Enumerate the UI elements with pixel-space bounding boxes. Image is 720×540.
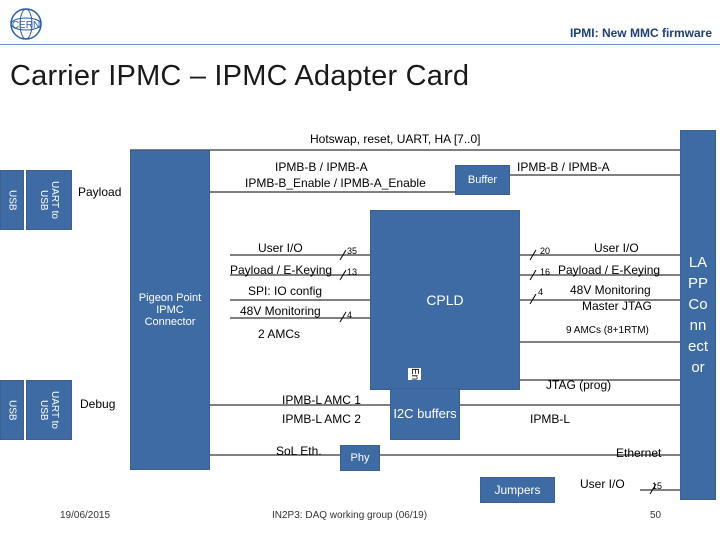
user-io-bottom-label: User I/O xyxy=(580,477,625,491)
left-bus-line1: IPMB-B / IPMB-A xyxy=(275,160,368,174)
footer-date: 19/06/2015 xyxy=(60,510,111,521)
right-signal-user-io-count: 20 xyxy=(540,246,551,256)
slide-title: Carrier IPMC – IPMC Adapter Card xyxy=(10,60,470,92)
sol-eth-label: SoL Eth. xyxy=(276,444,322,458)
ipmb-l-amc1: IPMB-L AMC 1 xyxy=(282,393,361,407)
lapp-connector: LAPP Connector xyxy=(680,130,716,500)
left-signal-user-io-count: 35 xyxy=(347,246,358,256)
footer-event: IN2P3: DAQ working group (06/19) xyxy=(272,510,428,521)
svg-text:CERN: CERN xyxy=(12,20,40,31)
uart-bottom-block: UART to USB xyxy=(26,380,72,440)
lapp-connector-label: LAPP Connector xyxy=(688,254,709,376)
en-label: En xyxy=(408,368,421,381)
right-signal-48v-count: 4 xyxy=(538,287,544,297)
left-signal-48v: 48V Monitoring xyxy=(240,304,321,318)
left-bus-line2: IPMB-B_Enable / IPMB-A_Enable xyxy=(245,176,426,190)
i2c-buffers-block: I2C buffers xyxy=(390,388,460,440)
top-bus-label: Hotswap, reset, UART, HA [7..0] xyxy=(310,132,481,146)
ethernet-label: Ethernet xyxy=(616,446,662,460)
ipmb-l-label: IPMB-L xyxy=(530,412,571,426)
usb-bottom-block: USB xyxy=(0,380,24,440)
left-signal-payload: Payload / E-Keying xyxy=(230,263,333,277)
header-divider xyxy=(0,44,720,45)
uart-top-block: UART to USB xyxy=(26,170,72,230)
ipmb-l-amc2: IPMB-L AMC 2 xyxy=(282,412,361,426)
right-signal-master-jtag: Master JTAG xyxy=(582,299,652,313)
buffer-block: Buffer xyxy=(455,165,510,195)
left-signal-payload-count: 13 xyxy=(347,267,358,277)
user-io-bottom-count: 15 xyxy=(652,481,663,491)
right-signal-amcs: 9 AMCs (8+1RTM) xyxy=(566,325,649,336)
phy-block: Phy xyxy=(340,445,380,471)
usb-top-block: USB xyxy=(0,170,24,230)
jtag-prog-label: JTAG (prog) xyxy=(546,378,612,392)
header-title: IPMI: New MMC firmware xyxy=(569,26,712,40)
payload-label: Payload xyxy=(78,185,122,199)
left-signal-amcs: 2 AMCs xyxy=(258,327,301,341)
cpld-block: CPLD xyxy=(370,210,520,390)
debug-label: Debug xyxy=(80,397,116,411)
pigeon-point-connector: Pigeon Point IPMC Connector xyxy=(130,150,210,470)
right-signal-payload: Payload / E-Keying xyxy=(558,263,661,277)
cern-logo: CERN xyxy=(4,4,56,44)
right-signal-payload-count: 16 xyxy=(540,267,551,277)
cern-logo-icon: CERN xyxy=(10,8,42,40)
right-signal-48v: 48V Monitoring xyxy=(570,283,651,297)
left-signal-48v-count: 4 xyxy=(347,310,353,320)
jumpers-block: Jumpers xyxy=(480,477,555,503)
left-signal-spi: SPI: IO config xyxy=(248,284,323,298)
left-signal-user-io: User I/O xyxy=(258,241,303,255)
footer-page-number: 50 xyxy=(650,510,662,521)
right-bus-label: IPMB-B / IPMB-A xyxy=(517,160,610,174)
right-signal-user-io: User I/O xyxy=(594,241,639,255)
